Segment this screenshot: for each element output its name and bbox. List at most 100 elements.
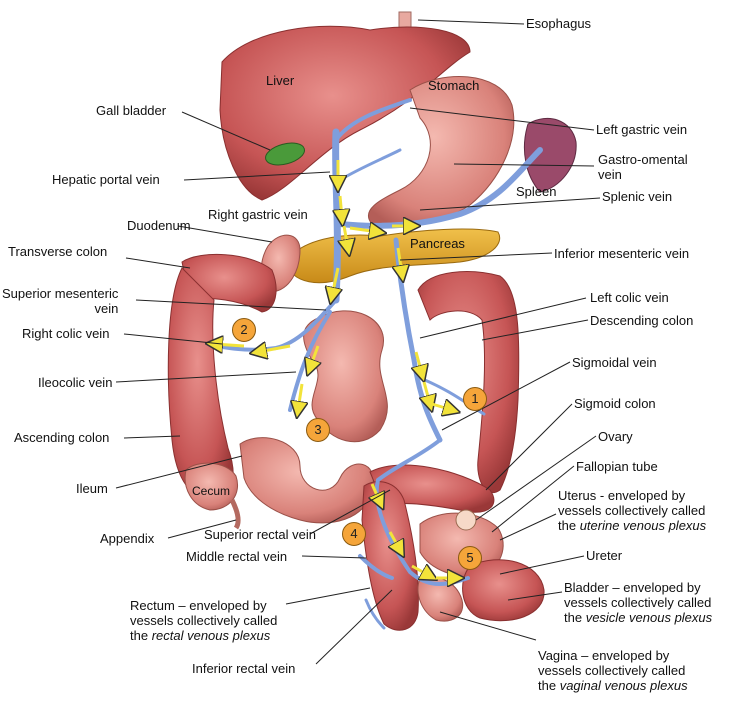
flow-arrow (424, 381, 430, 404)
flow-arrow (390, 531, 400, 550)
hepatic-portal-vein-label: Hepatic portal vein (52, 172, 160, 187)
vagina-label: Vagina – enveloped by vessels collective… (538, 648, 688, 693)
leader-transverse-colon (125, 257, 191, 269)
leader-appendix (167, 519, 237, 539)
descending-colon-shape (417, 271, 520, 493)
leader-fallopian-tube (491, 465, 575, 533)
flow-arrow (372, 483, 380, 502)
middle-rectal-vein-shape (358, 554, 394, 580)
flow-arrow (258, 346, 291, 352)
leader-ileocolic-vein (115, 371, 297, 383)
leader-vagina (439, 611, 537, 641)
step-badge-2: 2 (232, 318, 256, 342)
flow-arrow (332, 267, 338, 296)
sigmoid-colon-label: Sigmoid colon (574, 396, 656, 411)
leader-ascending-colon (123, 435, 181, 439)
flow-arrow (310, 345, 318, 368)
leader-sigmoid-colon (485, 403, 573, 491)
flow-arrow (411, 566, 430, 576)
leader-hepatic-portal-vein (183, 171, 331, 181)
gall-bladder-label: Gall bladder (96, 103, 167, 118)
step-badge-5: 5 (458, 546, 482, 570)
flow-arrows (214, 160, 456, 578)
uterus-label: Uterus - enveloped by vessels collective… (558, 488, 707, 533)
splenic-vein-label: Splenic vein (602, 189, 673, 204)
flow-arrow (431, 404, 452, 410)
leader-superior-mesenteric-vein (135, 299, 327, 311)
gallbladder-shape (265, 142, 305, 166)
flow-arrow (214, 344, 245, 346)
duodenum-label: Duodenum (127, 218, 191, 233)
ileocolic-vein-label: Ileocolic vein (38, 375, 113, 390)
flow-arrow (298, 383, 302, 410)
flow-arrow (398, 247, 402, 274)
leader-inferior-rectal-vein (315, 589, 393, 665)
right-gastric-vein-label: Right gastric vein (208, 207, 308, 222)
right-colic-vein-label: Right colic vein (22, 326, 110, 341)
inferior-rectal-vein-shape (364, 598, 386, 630)
ovary-label: Ovary (598, 429, 633, 444)
inferior-mesenteric-vein-label: Inferior mesenteric vein (554, 246, 690, 261)
leader-sigmoidal-vein (441, 361, 571, 431)
left-gastric-vein-shape (334, 98, 412, 142)
leader-bladder (507, 591, 563, 601)
left-colic-vein-label: Left colic vein (590, 290, 669, 305)
leader-uterus (499, 513, 557, 541)
liver-label: Liver (266, 73, 295, 88)
spleen-label: Spleen (516, 184, 557, 199)
vagina-shape (417, 576, 464, 622)
pancreas-label: Pancreas (410, 236, 465, 251)
leader-ureter (499, 555, 585, 575)
bladder-label: Bladder – enveloped by vessels collectiv… (564, 580, 713, 625)
ovary-shape (455, 509, 477, 531)
step-badge-1: 1 (463, 387, 487, 411)
leader-duodenum (177, 225, 273, 243)
right-gastric-vein-shape (338, 148, 402, 182)
leader-splenic-vein (419, 197, 601, 211)
leader-inferior-mesenteric-vein (399, 252, 553, 261)
ascending-colon-label: Ascending colon (14, 430, 110, 445)
ileum-label: Ileum (76, 481, 108, 496)
leader-right-colic-vein (123, 333, 223, 345)
leader-lines (115, 19, 601, 665)
ileum-shape (239, 437, 374, 524)
stomach-label: Stomach (428, 78, 480, 93)
flow-arrow (416, 351, 422, 374)
leader-middle-rectal-vein (301, 555, 367, 559)
appendix-label: Appendix (100, 531, 155, 546)
descending-colon-label: Descending colon (590, 313, 694, 328)
leader-esophagus (417, 19, 525, 25)
step-badge-4: 4 (342, 522, 366, 546)
leader-gastro-omental-vein (453, 163, 595, 167)
inferior-rectal-vein-label: Inferior rectal vein (192, 661, 296, 676)
fallopian-tube-label: Fallopian tube (576, 459, 658, 474)
flow-arrow (344, 225, 348, 248)
step-badge-3: 3 (306, 418, 330, 442)
superior-mesenteric-vein-label: Superior mesenteric vein (2, 286, 119, 316)
leader-superior-rectal-vein (309, 489, 391, 535)
superior-rectal-vein-label: Superior rectal vein (204, 527, 316, 542)
flow-arrow (349, 228, 378, 232)
left-gastric-vein-label: Left gastric vein (596, 122, 688, 137)
leader-gall-bladder (181, 111, 271, 151)
cecum-label: Cecum (192, 484, 231, 498)
leader-left-colic-vein (419, 297, 587, 339)
rectum-label: Rectum – enveloped by vessels collective… (130, 598, 278, 643)
leader-left-gastric-vein (409, 107, 595, 131)
superior-rectal-vein-shape (374, 438, 470, 586)
gastro-omental-vein-label: Gastro-omental vein (598, 152, 688, 182)
esophagus-label: Esophagus (526, 16, 592, 31)
ureter-label: Ureter (586, 548, 623, 563)
sigmoidal-vein-label: Sigmoidal vein (572, 355, 657, 370)
flow-arrow (340, 195, 342, 218)
leader-rectum (285, 587, 371, 605)
leader-ileum (115, 455, 243, 489)
appendix-shape (229, 498, 241, 530)
middle-rectal-vein-label: Middle rectal vein (186, 549, 288, 564)
bladder-shape (462, 559, 545, 622)
leader-descending-colon (481, 319, 589, 341)
transverse-colon-label: Transverse colon (8, 244, 108, 259)
leader-ovary (475, 435, 597, 521)
